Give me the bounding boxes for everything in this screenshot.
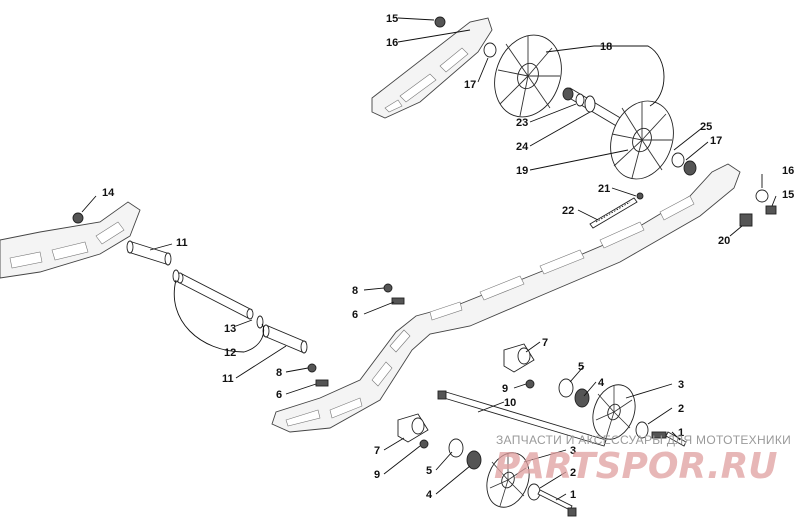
callout-5b: 5 [426, 465, 432, 477]
spacer-tube-lower [262, 324, 308, 354]
axle-tube-long [176, 272, 254, 320]
callout-9a: 9 [502, 383, 508, 395]
axle-housing-7-upper [503, 343, 535, 373]
watermark-caption: ЗАПЧАСТИ И АКСЕССУАРЫ ДЛЯ МОТОТЕХНИКИ [496, 433, 791, 447]
callout-11a: 11 [176, 237, 188, 249]
long-bolt-10 [437, 390, 607, 447]
callout-22: 22 [562, 205, 574, 217]
watermark-logo: PARTSPOR.RU [494, 446, 778, 487]
callout-13: 13 [224, 323, 236, 335]
callout-5a: 5 [578, 361, 584, 373]
callout-14: 14 [102, 187, 115, 199]
callout-25: 25 [700, 121, 712, 133]
callout-1a: 1 [678, 427, 684, 439]
idler-wheel-3-lower [486, 452, 530, 508]
right-slide-rail [271, 163, 741, 433]
callout-3b: 3 [570, 445, 576, 457]
idler-wheel-3-upper [592, 384, 636, 440]
washer-12-lower [256, 315, 264, 329]
callout-1b: 1 [570, 489, 576, 501]
upper-rear-rail [371, 17, 493, 119]
callout-16b: 16 [782, 165, 794, 177]
callout-3a: 3 [678, 379, 684, 391]
axle-housing-7-lower [397, 413, 429, 443]
callout-2a: 2 [678, 403, 684, 415]
leader-lines [81, 17, 777, 501]
spacer-tube-upper [126, 240, 172, 266]
callout-19: 19 [516, 165, 528, 177]
hardware [72, 16, 777, 517]
callout-10: 10 [504, 397, 516, 409]
callout-numbers: 15 16 17 18 23 24 19 25 17 16 15 21 22 2… [102, 13, 794, 501]
callout-12: 12 [224, 347, 236, 359]
washer-12-upper [172, 269, 180, 283]
callout-6b: 6 [276, 389, 282, 401]
callout-7a: 7 [542, 337, 548, 349]
callout-17b: 17 [710, 135, 722, 147]
callout-2b: 2 [570, 467, 576, 479]
left-slide-rail [0, 201, 141, 279]
idler-wheel-18-left [494, 34, 562, 118]
callout-16a: 16 [386, 37, 398, 49]
callout-23: 23 [516, 117, 528, 129]
callout-17a: 17 [464, 79, 476, 91]
watermark: ЗАПЧАСТИ И АКСЕССУАРЫ ДЛЯ МОТОТЕХНИКИ PA… [494, 433, 791, 487]
callout-24: 24 [516, 141, 529, 153]
callout-18: 18 [600, 41, 612, 53]
callout-21: 21 [598, 183, 610, 195]
callout-8b: 8 [276, 367, 282, 379]
idler-wheel-18-right [610, 100, 674, 180]
callout-20: 20 [718, 235, 730, 247]
callout-9b: 9 [374, 469, 380, 481]
callout-7b: 7 [374, 445, 380, 457]
callout-11b: 11 [222, 373, 234, 385]
callout-8a: 8 [352, 285, 358, 297]
callout-4a: 4 [598, 377, 605, 389]
callout-6a: 6 [352, 309, 358, 321]
callout-4b: 4 [426, 489, 433, 501]
callout-15b: 15 [782, 189, 794, 201]
callout-15a: 15 [386, 13, 398, 25]
long-bolt-22 [589, 197, 638, 229]
